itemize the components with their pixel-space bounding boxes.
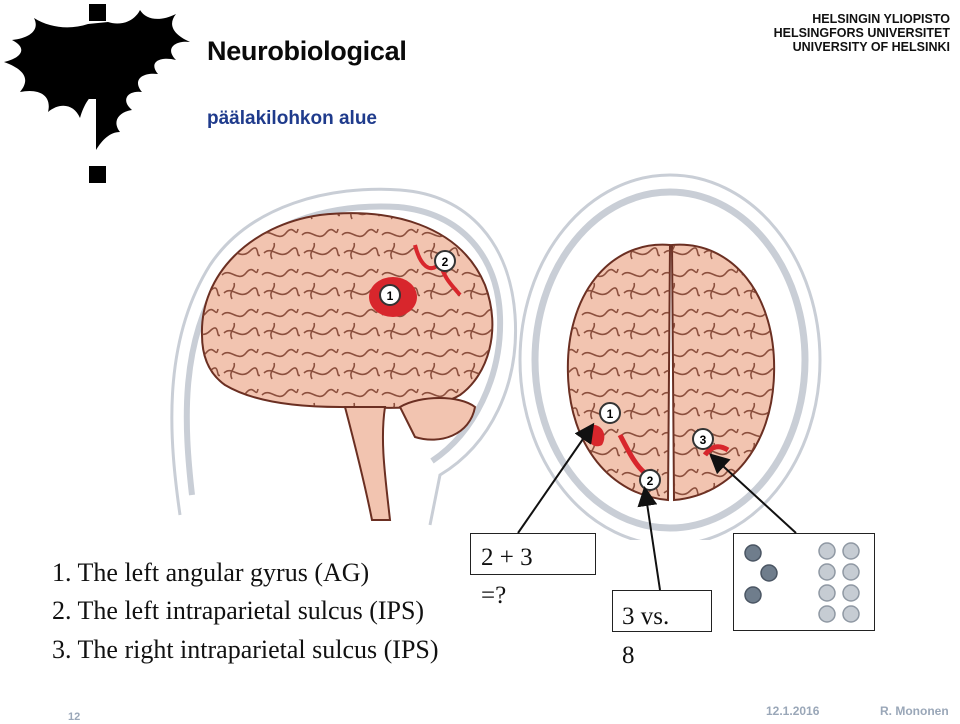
university-name-en: UNIVERSITY OF HELSINKI [792, 40, 950, 54]
sum-question: =? [481, 582, 507, 609]
list-item: 1. The left angular gyrus (AG) [52, 558, 370, 587]
top-marker-2: 2 [647, 474, 654, 488]
university-name-sv: HELSINGFORS UNIVERSITET [773, 26, 950, 40]
light-dot [842, 605, 860, 623]
top-marker-1: 1 [607, 407, 614, 421]
side-marker-2: 2 [442, 255, 449, 269]
compare-line-2: 8 [622, 642, 635, 669]
dot-array [744, 542, 860, 623]
footer-author: R. Mononen [880, 704, 949, 718]
side-marker-1: 1 [387, 289, 394, 303]
university-name-fi: HELSINGIN YLIOPISTO [812, 12, 950, 26]
side-view-head: 1 2 [170, 187, 518, 526]
university-logo [4, 4, 190, 183]
light-dot [842, 542, 860, 560]
slide-subtitle: päälakilohkon alue [207, 108, 377, 129]
brain-illustration: 1 2 1 2 3 [170, 173, 822, 540]
light-dot [818, 584, 836, 602]
dark-dot [760, 564, 778, 582]
light-dot [818, 605, 836, 623]
dots-box [733, 533, 875, 631]
light-dot [818, 563, 836, 581]
page-number: 12 [68, 711, 81, 723]
list-item: 3. The right intraparietal sulcus (IPS) [52, 635, 439, 664]
slide-title: Neurobiological [207, 36, 407, 66]
compare-box [612, 590, 712, 632]
top-marker-3: 3 [700, 433, 707, 447]
light-dot [818, 542, 836, 560]
compare-line-1: 3 vs. [622, 603, 670, 630]
list-item: 2. The left intraparietal sulcus (IPS) [52, 596, 425, 625]
dark-dot [744, 544, 762, 562]
sum-expression: 2 + 3 [481, 544, 533, 571]
university-name: HELSINGIN YLIOPISTO HELSINGFORS UNIVERSI… [774, 12, 950, 54]
light-dot [842, 584, 860, 602]
dark-dot [744, 586, 762, 604]
top-view-head: 1 2 3 [518, 173, 822, 540]
light-dot [842, 563, 860, 581]
footer-date: 12.1.2016 [766, 704, 820, 718]
